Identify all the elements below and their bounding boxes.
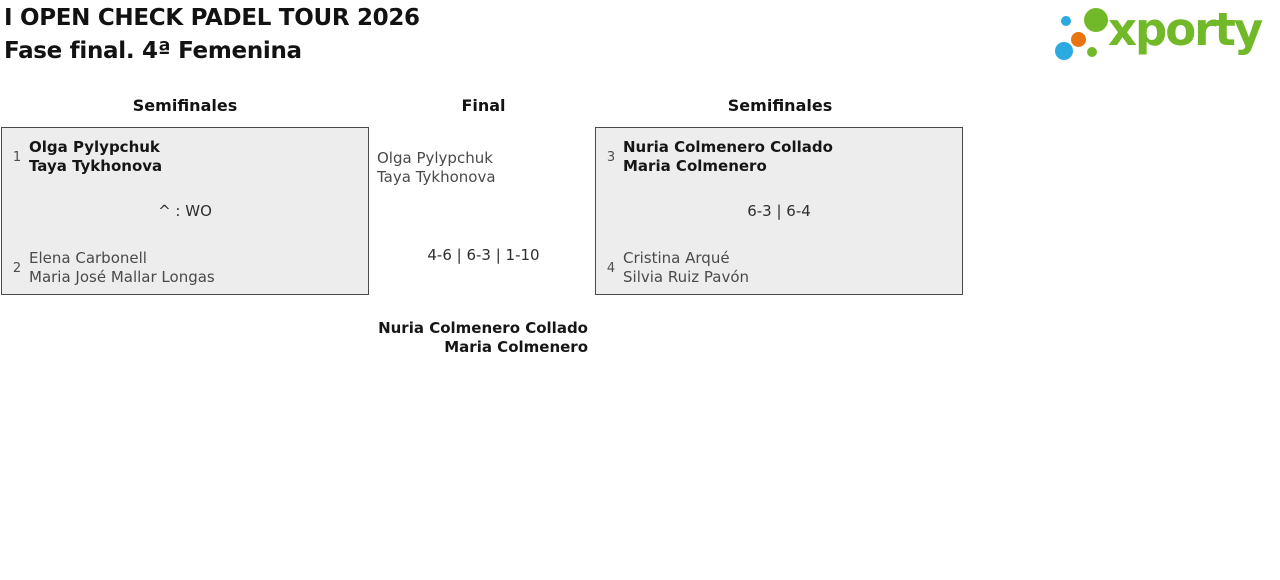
logo-dot-icon: [1055, 42, 1073, 60]
page-title: I OPEN CHECK PADEL TOUR 2026 Fase final.…: [4, 2, 420, 68]
player-name: Nuria Colmenero Collado: [623, 138, 833, 156]
player-name: Olga Pylypchuk: [377, 149, 493, 167]
team-names-loser: Cristina Arqué Silvia Ruiz Pavón: [623, 249, 749, 287]
xporty-logo[interactable]: xporty: [1050, 0, 1280, 70]
phase-category-title: Fase final. 4ª Femenina: [4, 38, 302, 64]
player-name: Elena Carbonell: [29, 249, 147, 267]
final-match-score: 4-6 | 6-3 | 1-10: [427, 246, 540, 264]
match-box-semifinal-2: 3 Nuria Colmenero Collado Maria Colmener…: [595, 127, 963, 295]
champion-team-names: Nuria Colmenero Collado Maria Colmenero: [330, 319, 588, 357]
player-name: Nuria Colmenero Collado: [378, 319, 588, 337]
logo-dot-icon: [1087, 47, 1097, 57]
team-names-winner: Olga Pylypchuk Taya Tykhonova: [29, 138, 162, 176]
round-header-semifinals-right: Semifinales: [727, 96, 833, 115]
player-name: Cristina Arqué: [623, 249, 730, 267]
player-name: Maria Colmenero: [444, 338, 588, 356]
final-team-names: Olga Pylypchuk Taya Tykhonova: [377, 149, 496, 187]
player-name: Maria José Mallar Longas: [29, 268, 215, 286]
team-row: 1 Olga Pylypchuk Taya Tykhonova: [10, 138, 360, 176]
team-row: 3 Nuria Colmenero Collado Maria Colmener…: [604, 138, 954, 176]
round-header-semifinals-left: Semifinales: [132, 96, 238, 115]
team-row: 2 Elena Carbonell Maria José Mallar Long…: [10, 249, 360, 287]
seed-number: 3: [606, 149, 616, 165]
seed-number: 2: [12, 260, 22, 276]
player-name: Taya Tykhonova: [29, 157, 163, 175]
xporty-logo-text: xporty: [1108, 3, 1263, 56]
match-score: 6-3 | 6-4: [747, 202, 811, 220]
tournament-name: I OPEN CHECK PADEL TOUR 2026: [4, 5, 420, 31]
team-row: 4 Cristina Arqué Silvia Ruiz Pavón: [604, 249, 954, 287]
player-name: Maria Colmenero: [623, 157, 767, 175]
player-name: Taya Tykhonova: [377, 168, 496, 186]
seed-number: 1: [12, 149, 22, 165]
team-names-loser: Elena Carbonell Maria José Mallar Longas: [29, 249, 215, 287]
round-header-final: Final: [461, 96, 506, 115]
player-name: Silvia Ruiz Pavón: [623, 268, 750, 286]
logo-dot-icon: [1061, 16, 1071, 26]
seed-number: 4: [606, 260, 616, 276]
match-box-semifinal-1: 1 Olga Pylypchuk Taya Tykhonova ^ : WO 2…: [1, 127, 369, 295]
team-names-winner: Nuria Colmenero Collado Maria Colmenero: [623, 138, 833, 176]
logo-dot-icon: [1071, 32, 1086, 47]
match-score: ^ : WO: [158, 202, 212, 220]
player-name: Olga Pylypchuk: [29, 138, 160, 156]
logo-dot-icon: [1084, 8, 1108, 32]
